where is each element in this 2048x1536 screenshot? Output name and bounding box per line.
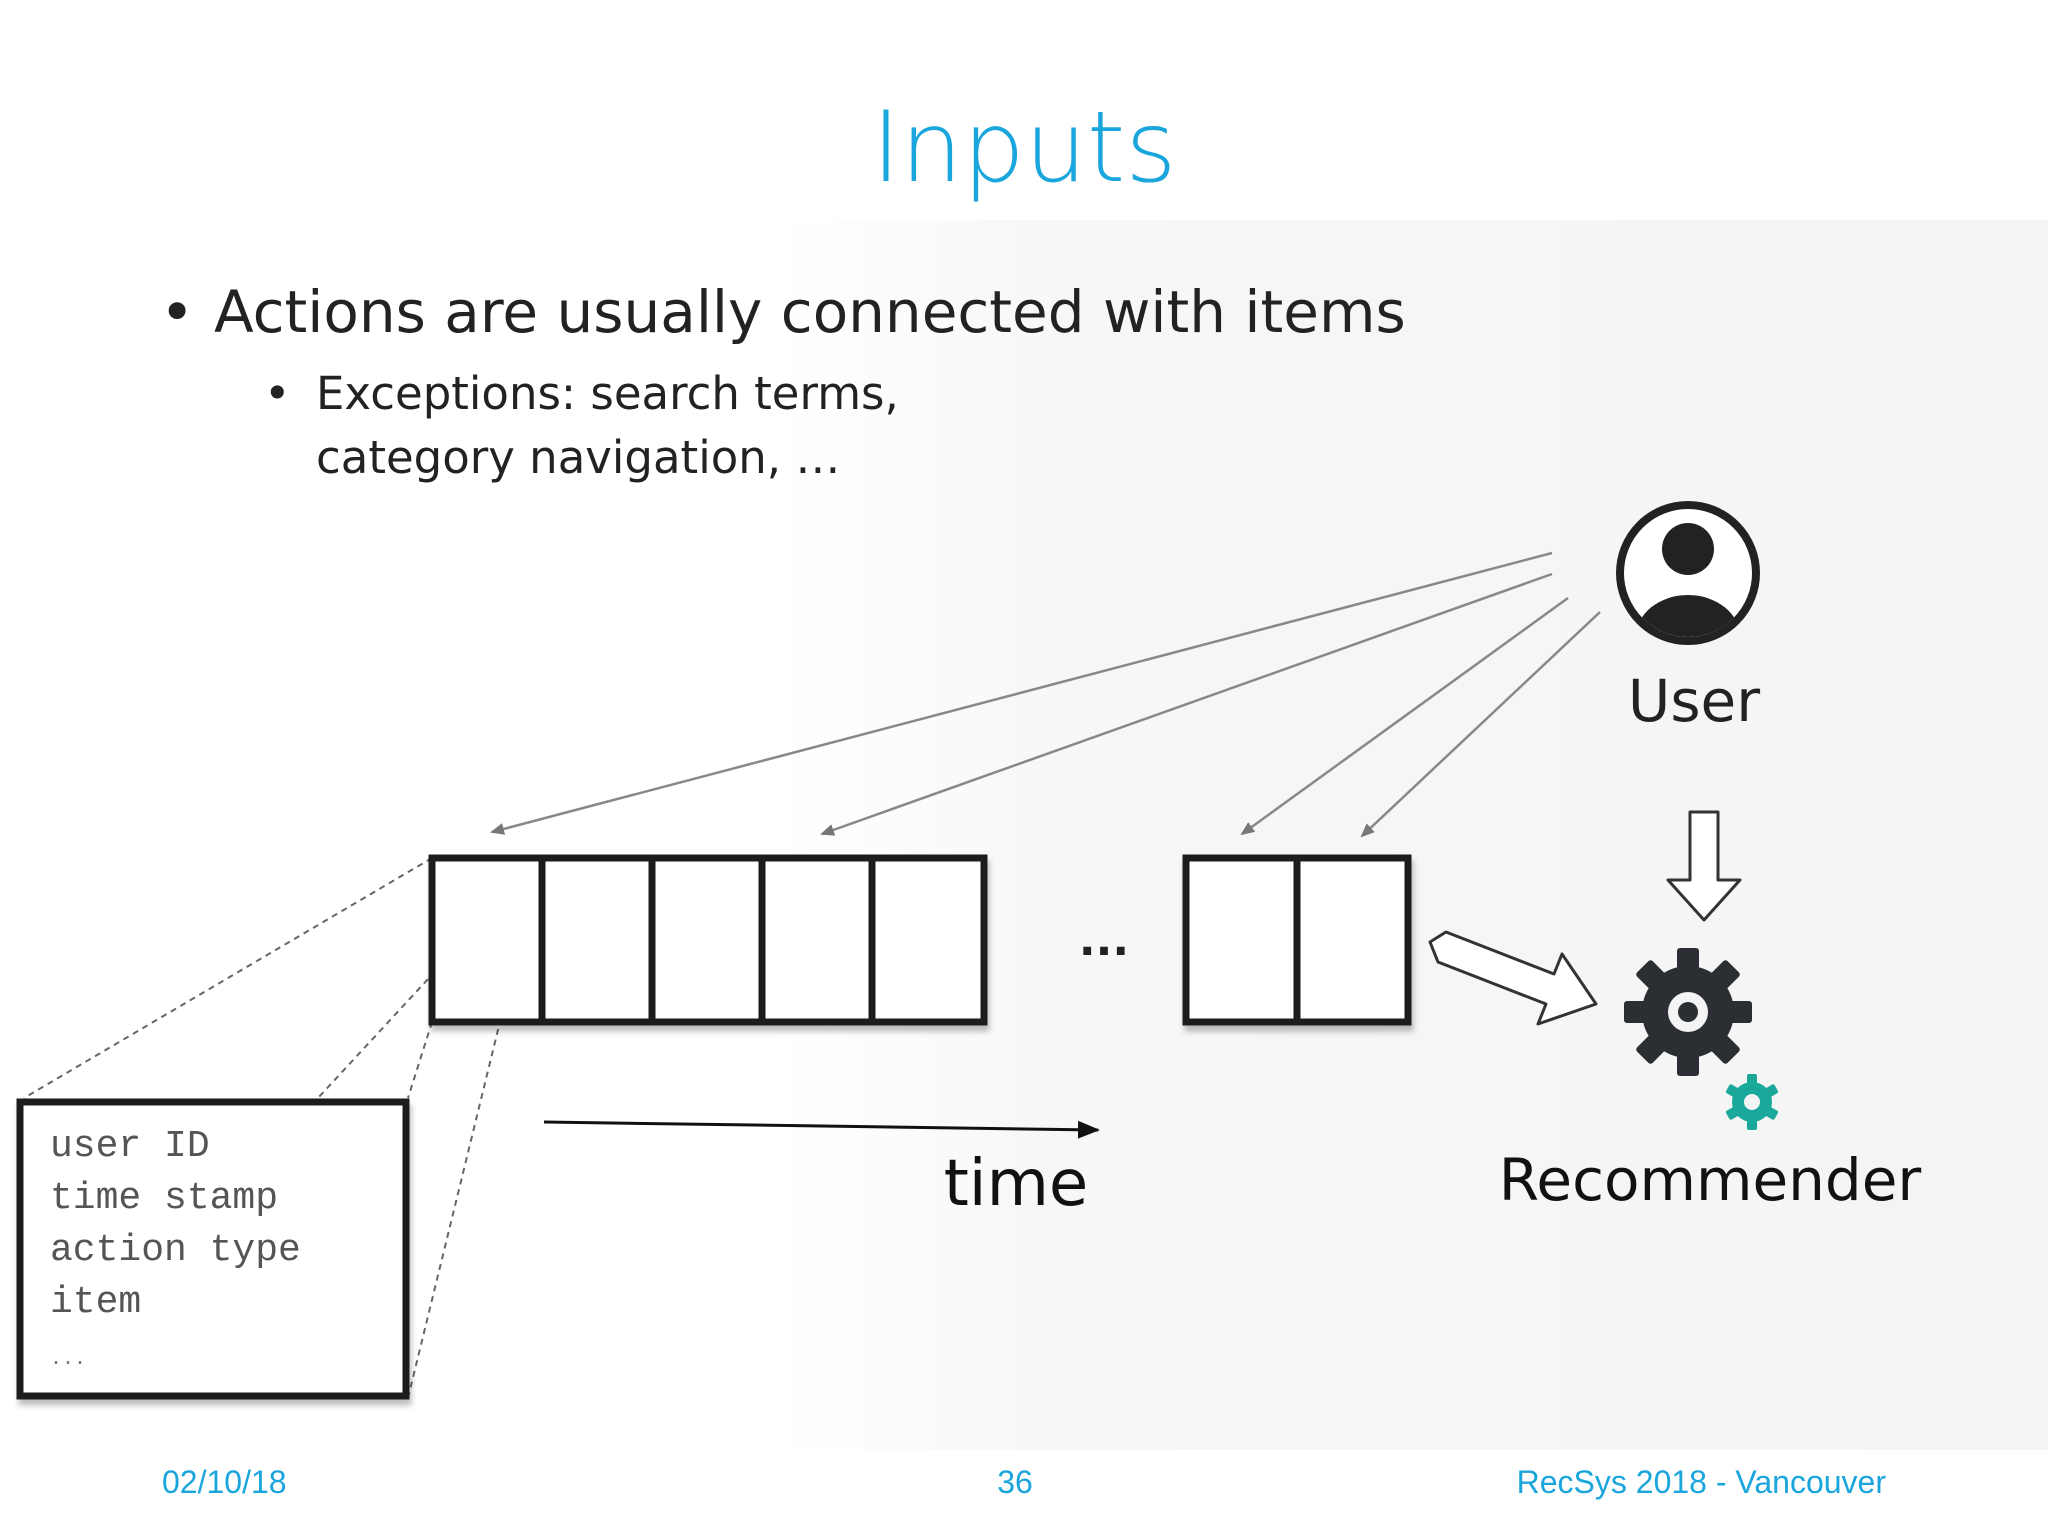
gear-icon — [1624, 948, 1752, 1076]
sequence-ellipsis: ... — [1079, 915, 1129, 966]
bullet-text: Actions are usually connected with items — [214, 278, 1406, 346]
arrow-line — [820, 572, 1553, 836]
action-record-box: user ID time stamp action type item ... — [16, 1098, 410, 1400]
action-sequence-group-1 — [428, 854, 988, 1026]
sub-bullet-line-1: Exceptions: search terms, — [316, 367, 899, 420]
footer-page-number: 36 — [997, 1464, 1033, 1500]
sub-bullet-dot: • — [264, 367, 291, 420]
arrow-line — [490, 551, 1553, 835]
record-field: ... — [50, 1348, 86, 1371]
record-field: time stamp — [50, 1177, 278, 1220]
zoom-line — [23, 857, 433, 1099]
record-field: item — [50, 1281, 141, 1324]
user-avatar-icon — [1616, 501, 1760, 645]
zoom-line — [407, 1021, 433, 1099]
sub-bullet-line-2: category navigation, … — [316, 431, 841, 484]
arrow-line — [1240, 596, 1569, 836]
slide-title: Inputs — [871, 91, 1177, 205]
user-label: User — [1628, 667, 1760, 735]
arrow-line — [1360, 611, 1601, 838]
sequence-to-recommender-arrow — [1428, 930, 1598, 1026]
time-arrow — [543, 1120, 1100, 1139]
recommender-label: Recommender — [1499, 1146, 1922, 1214]
action-sequence-group-2 — [1182, 854, 1412, 1026]
record-field: user ID — [50, 1125, 210, 1168]
bullet-dot: • — [160, 278, 195, 346]
footer-conference: RecSys 2018 - Vancouver — [1516, 1464, 1886, 1500]
user-to-actions-arrows — [490, 551, 1601, 838]
small-gear-icon — [1725, 1074, 1779, 1130]
footer-date: 02/10/18 — [162, 1464, 287, 1500]
record-field: action type — [50, 1229, 301, 1272]
user-to-recommender-arrow — [1666, 810, 1742, 922]
time-label: time — [944, 1147, 1089, 1221]
sub-bullet-text: Exceptions: search terms, category navig… — [316, 362, 899, 490]
